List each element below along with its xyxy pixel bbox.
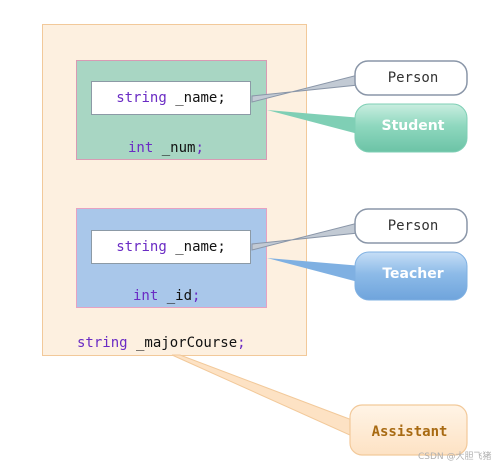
major-course-type: string xyxy=(77,335,128,351)
teacher-class-label: Teacher xyxy=(382,266,444,282)
student-class-label: Student xyxy=(381,118,445,134)
major-course-end: ; xyxy=(237,335,246,351)
student-name-type: string xyxy=(116,90,167,106)
teacher-name-ident: _name; xyxy=(166,239,226,255)
teacher-id-member: int _id; xyxy=(133,287,200,305)
student-num-ident: _num xyxy=(153,140,196,156)
assistant-callout xyxy=(349,404,468,456)
assistant-class-label: Assistant xyxy=(371,424,448,440)
teacher-name-type: string xyxy=(116,239,167,255)
student-base-person-label: Person xyxy=(387,70,439,86)
major-course-ident: _majorCourse xyxy=(127,335,238,351)
teacher-id-end: ; xyxy=(192,288,201,304)
teacher-callout-pointer xyxy=(267,258,362,283)
student-callout-pointer xyxy=(267,110,362,135)
teacher-base-person-label: Person xyxy=(387,218,439,234)
student-num-end: ; xyxy=(195,140,204,156)
student-callout xyxy=(354,103,468,153)
teacher-id-type: int xyxy=(133,288,159,304)
student-num-member: int _num; xyxy=(128,139,204,157)
teacher-name-member: string _name; xyxy=(91,230,251,264)
person-callout-2-pointer xyxy=(251,222,359,251)
teacher-callout xyxy=(354,251,468,301)
watermark-text: CSDN @大胆飞猪 xyxy=(418,452,492,462)
person-callout-1-pointer xyxy=(251,74,359,103)
teacher-id-ident: _id xyxy=(158,288,193,304)
student-num-type: int xyxy=(128,140,154,156)
student-name-ident: _name; xyxy=(166,90,226,106)
assistant-callout-pointer xyxy=(171,354,353,437)
student-name-member: string _name; xyxy=(91,81,251,115)
person-callout-2 xyxy=(354,208,468,244)
assistant-major-course-member: string _majorCourse; xyxy=(77,334,246,352)
person-callout-1 xyxy=(354,60,468,96)
